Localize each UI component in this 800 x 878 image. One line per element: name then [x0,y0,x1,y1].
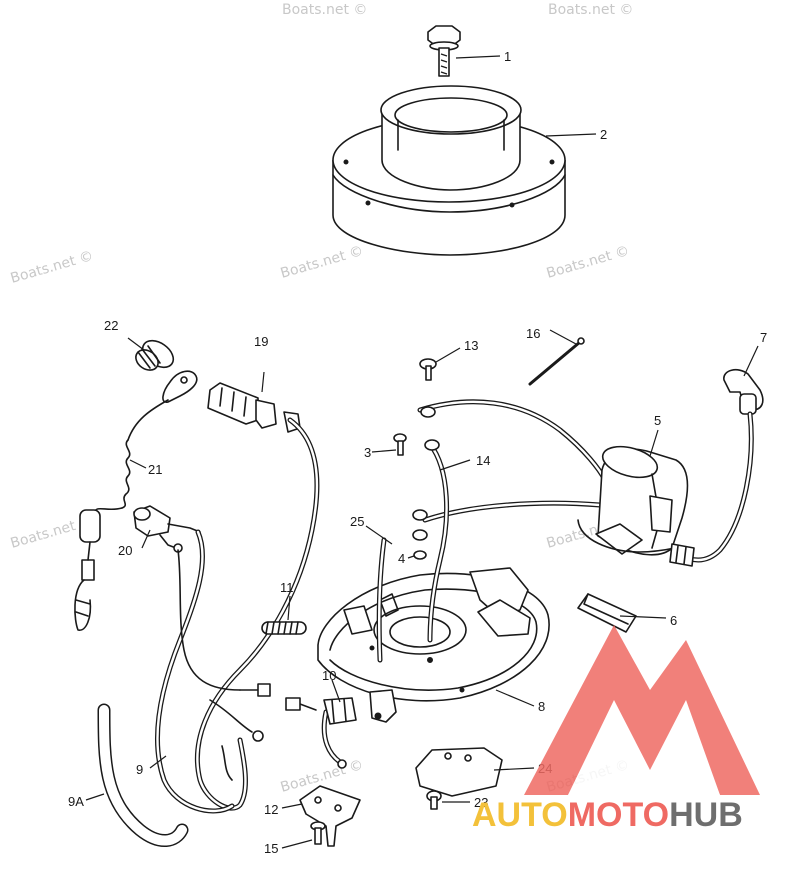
part-9a-hose [97,703,189,847]
callout-25: 25 [350,514,364,529]
logo-wordmark: AUTOMOTOHUB [472,796,743,834]
part-10-grommet [323,697,357,725]
callout-labels: 1 2 3 4 5 6 7 8 9 9A 10 11 12 13 14 15 1… [68,49,767,856]
watermark: Boats.net © [9,248,96,287]
callout-8: 8 [538,699,545,714]
callout-13: 13 [464,338,478,353]
callout-23: 23 [474,795,488,810]
callout-22: 22 [104,318,118,333]
callout-9a: 9A [68,794,84,809]
callout-4: 4 [398,551,405,566]
watermark: Boats.net © [548,2,633,18]
watermark: Boats.net © [545,243,632,282]
part-8-stator-plate [317,567,550,723]
callout-1: 1 [504,49,511,64]
part-20-switch [133,505,201,553]
part-19-connector [207,382,301,433]
callout-14: 14 [476,453,490,468]
wiring-harness [154,417,320,814]
plate-wires [321,399,608,769]
callout-5: 5 [654,413,661,428]
part-23-screw [426,790,442,810]
part-12-bracket [299,785,361,847]
part-11-spring [261,621,307,635]
part-21-lanyard [74,370,198,631]
watermark: Boats.net © [282,2,367,18]
callout-9: 9 [136,762,143,777]
callout-7: 7 [760,330,767,345]
part-1-bolt [427,25,461,77]
callout-10: 10 [322,668,336,683]
logo-word-moto: MOTO [568,796,669,834]
callout-2: 2 [600,127,607,142]
part-16-pin [528,337,585,386]
leader-lines [85,55,759,849]
part-15-screw [310,821,326,845]
watermark: Boats.net © [279,243,366,282]
callout-15: 15 [264,841,278,856]
part-6-clip [577,593,637,633]
part-7-plug-lead [669,368,764,567]
logo-word-hub: HUB [669,796,743,834]
callout-16: 16 [526,326,540,341]
callout-19: 19 [254,334,268,349]
part-24-gasket [415,747,503,797]
part-22-nut [135,339,175,371]
callout-11: 11 [280,580,294,595]
part-2-flywheel [332,85,566,256]
logo-word-auto: AUTO [472,796,568,834]
automotohub-logo-mark [524,625,760,795]
callout-20: 20 [118,543,132,558]
callout-21: 21 [148,462,162,477]
callout-12: 12 [264,802,278,817]
automotohub-wordmark: AUTOMOTOHUB [472,796,743,834]
callout-6: 6 [670,613,677,628]
callout-3: 3 [364,445,371,460]
part-5-coil [577,445,689,556]
small-fasteners [393,358,440,560]
